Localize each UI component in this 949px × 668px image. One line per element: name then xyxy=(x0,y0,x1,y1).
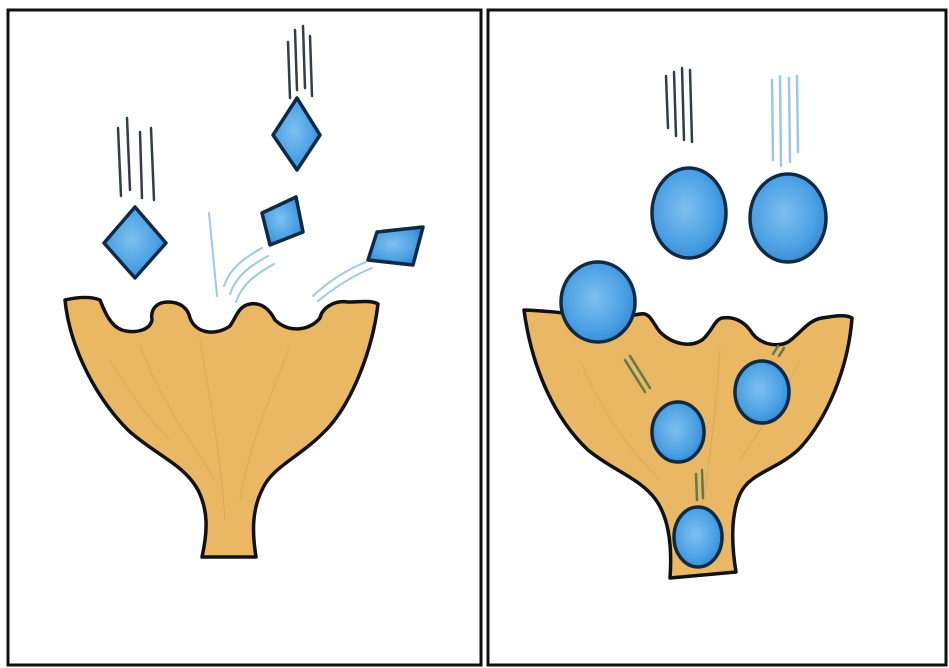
right-circle-5 xyxy=(652,402,704,462)
right-circle-3 xyxy=(561,262,635,342)
right-panel xyxy=(488,10,946,665)
left-panel xyxy=(8,10,481,665)
left-diamond-4 xyxy=(368,227,423,265)
right-circle-6 xyxy=(674,507,722,567)
right-circle-4 xyxy=(735,361,789,423)
right-circle-2 xyxy=(750,174,826,262)
right-circle-1 xyxy=(652,168,726,258)
